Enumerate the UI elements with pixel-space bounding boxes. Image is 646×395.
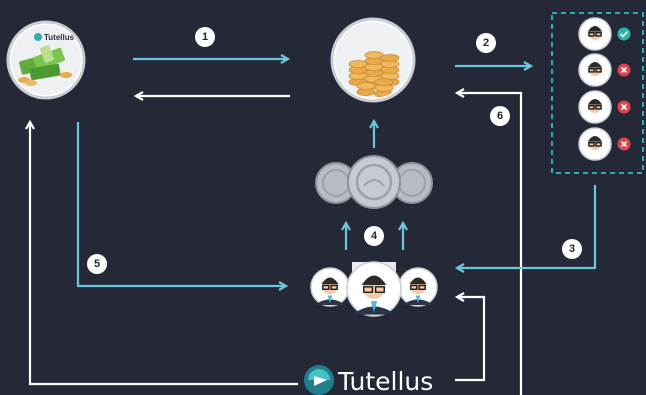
fund-node [330,17,416,103]
step-badge-6: 6 [490,106,510,126]
money-stack-icon [11,25,81,95]
svg-text:3: 3 [569,243,575,255]
platform-logo-text: Tutellus [44,33,75,42]
silver-coin-center [347,155,401,209]
gold-coin [380,54,400,62]
student-rejected-icon [578,127,631,161]
teachers-node [310,261,438,317]
check-icon [617,27,631,41]
step-badge-2: 2 [476,33,496,53]
tokens-node [315,155,433,209]
tutellus-logo-icon [304,365,334,395]
arrow-step-6 [457,93,523,395]
cross-icon [617,100,631,114]
step-badge-3: 3 [562,239,582,259]
svg-text:6: 6 [497,110,503,122]
student-approved-icon [578,17,631,51]
svg-text:2: 2 [483,37,489,49]
gold-coin-stacks [348,51,400,98]
student-list [578,17,631,161]
tutellus-brand: Tutellus [304,365,433,395]
arrow-step-5 [76,122,286,286]
teacher-avatars-icon [310,261,438,317]
arrow-step-3 [457,185,597,268]
teacher-avatar [398,267,438,307]
gold-coin [364,51,384,59]
platform-logo: Tutellus [34,33,75,42]
students-node [551,12,644,174]
svg-text:4: 4 [371,230,378,242]
students-box [551,12,644,174]
connections [30,59,597,395]
student-rejected-icon [578,53,631,87]
tutellus-logo-icon [34,33,42,41]
gold-coin [356,82,376,90]
brand-name: Tutellus [337,367,433,395]
svg-text:5: 5 [94,258,100,270]
cross-icon [617,137,631,151]
step-badge-4: 4 [364,226,384,246]
cash-bundles [19,45,65,81]
platform-node: Tutellus [6,20,86,100]
gold-coin [348,60,368,68]
svg-text:1: 1 [202,31,208,43]
step-badge-1: 1 [195,27,215,47]
arrow-logo-to-teachers [455,297,486,382]
gold-coin-pile [18,72,72,86]
student-rejected-icon [578,90,631,124]
gold-coin [374,78,394,86]
teacher-avatar-main [346,261,402,317]
arrow-logo-to-platform [30,122,298,386]
teacher-avatar [310,267,350,307]
gold-coins-icon [335,22,411,98]
cross-icon [617,63,631,77]
step-badge-5: 5 [87,254,107,274]
step-badges: 1 2 3 4 5 6 [87,27,582,274]
